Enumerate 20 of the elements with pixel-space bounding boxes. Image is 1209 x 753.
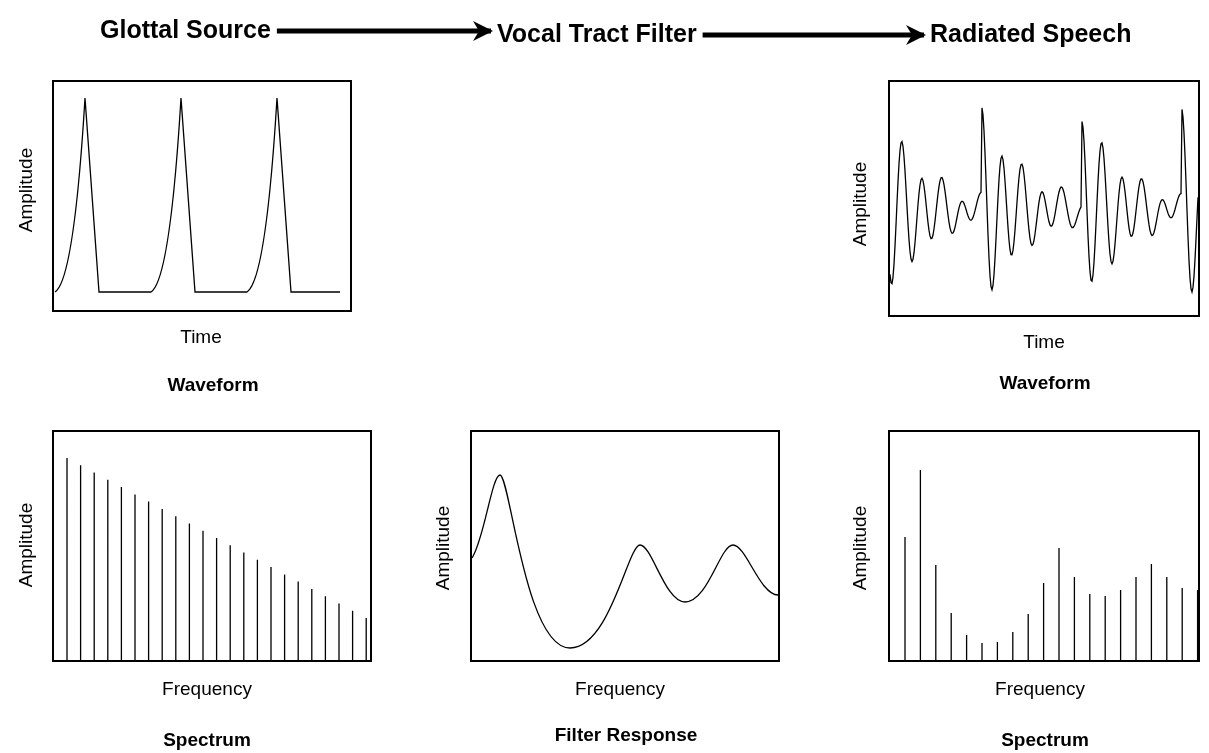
axis-label: Frequency: [575, 678, 665, 700]
axis-label: Time: [1023, 331, 1065, 353]
axis-label: Time: [180, 326, 222, 348]
plot-title: Waveform: [167, 374, 259, 396]
plot-title: Spectrum: [163, 729, 251, 751]
arrow: [702, 25, 926, 45]
axis-label: Amplitude: [432, 505, 454, 591]
axis-label: Amplitude: [849, 505, 871, 591]
axis-label: Amplitude: [15, 147, 37, 233]
axis-label: Frequency: [995, 678, 1085, 700]
axis-label: Amplitude: [15, 502, 37, 588]
axis-label: Amplitude: [849, 161, 871, 247]
stage-heading: Vocal Tract Filter: [497, 18, 697, 48]
arrow: [276, 21, 493, 41]
plot-title: Waveform: [999, 372, 1091, 394]
plot-title: Spectrum: [1001, 729, 1089, 751]
plot-title: Filter Response: [554, 724, 698, 746]
stage-heading: Glottal Source: [100, 14, 271, 44]
stage-heading: Radiated Speech: [930, 18, 1132, 48]
axis-label: Frequency: [162, 678, 252, 700]
